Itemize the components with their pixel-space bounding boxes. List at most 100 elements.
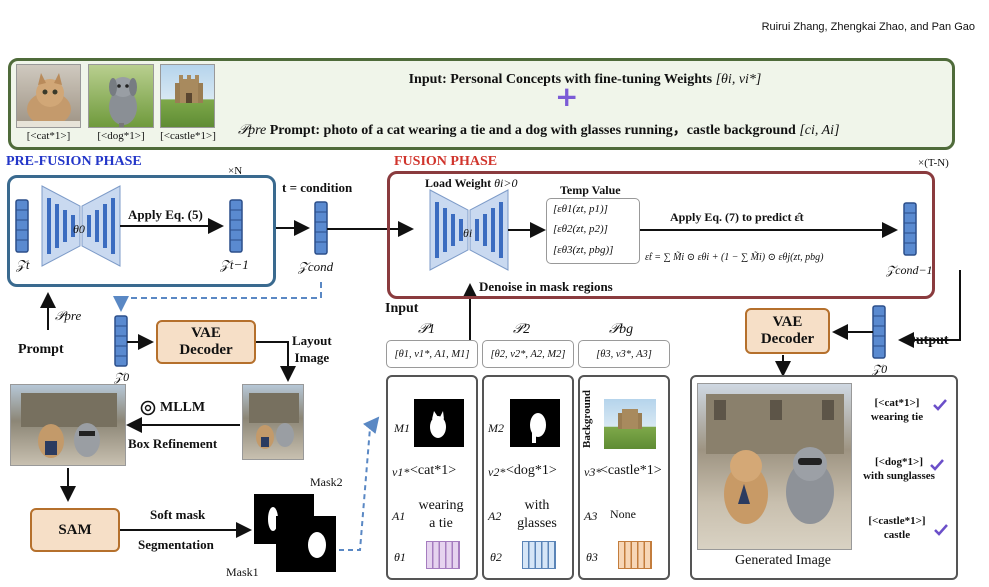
zcond-latent <box>314 201 328 255</box>
input-line-math: [θi, vi*] <box>715 72 762 87</box>
mllm-icon <box>140 400 156 416</box>
col1-token: <cat*1> <box>410 463 457 478</box>
layout-l1: Layout <box>292 333 332 348</box>
col1-attr-l2: a tie <box>429 516 453 531</box>
fusion-repeat: ×(T-N) <box>918 157 949 169</box>
col2-attr-l2: glasses <box>517 516 557 531</box>
dog-photo <box>88 64 154 128</box>
mask1-image <box>276 516 336 572</box>
prompt-line: 𝒫pre Prompt: photo of a cat wearing a ti… <box>238 119 840 139</box>
col1-v: v1* <box>392 465 410 479</box>
zt1-latent <box>229 199 243 253</box>
mllm-label: MLLM <box>160 400 206 415</box>
layout-label: Layout Image <box>292 332 332 366</box>
check-1: [<cat*1>] wearing tie <box>857 396 937 424</box>
col3-t: θ3 <box>586 550 598 564</box>
cat-photo <box>16 64 81 128</box>
col1-a: A1 <box>392 509 406 523</box>
temp-row-1: [εθ1(zt, p1)] <box>553 203 608 215</box>
load-weight: Load Weight θi>0 <box>425 176 517 191</box>
check-icon-1 <box>933 398 947 416</box>
concept-col-2: M2 v2* <dog*1> A2 with glasses θ2 <box>482 375 574 580</box>
load-weight-text: Load Weight <box>425 176 492 190</box>
prompt-pre-symbol: 𝒫pre <box>238 123 267 138</box>
prefusion-title: PRE-FUSION PHASE <box>6 154 142 169</box>
col2-weight-icon <box>522 541 556 569</box>
col2-t: θ2 <box>490 550 502 564</box>
vae-right-l2: Decoder <box>760 331 815 347</box>
unet-fusion <box>429 189 509 271</box>
temp-row-2: [εθ2(zt, p2)] <box>553 223 608 235</box>
fusion-theta: θi <box>463 226 473 240</box>
output-label: Output <box>905 333 949 348</box>
check-3: [<castle*1>] castle <box>857 514 937 542</box>
layout-l2: Image <box>294 350 330 365</box>
prompt-line-text: Prompt: photo of a cat wearing a tie and… <box>269 123 796 138</box>
prompt-label: Prompt <box>18 342 64 357</box>
col1-weight-icon <box>426 541 460 569</box>
denoise-label: Denoise in mask regions <box>479 279 613 294</box>
check-1-l1: [<cat*1>] <box>874 397 920 409</box>
generated-image <box>697 383 852 550</box>
fusion-title: FUSION PHASE <box>394 154 498 169</box>
col1-attr: wearing a tie <box>408 497 474 533</box>
check-2-l1: [<dog*1>] <box>875 456 923 468</box>
mask2-label: Mask2 <box>310 475 343 489</box>
header-p2: 𝒫2 <box>513 322 531 337</box>
col3-m: Background <box>580 390 593 448</box>
check-3-l2: castle <box>883 529 911 541</box>
prefusion-apply: Apply Eq. (5) <box>128 207 203 222</box>
prefusion-panel <box>7 175 276 287</box>
col3-attr: None <box>610 507 636 521</box>
prompt-line-math: [ci, Ai] <box>799 123 840 138</box>
col2-attr-l1: with <box>524 498 550 513</box>
param-pill-3: [θ3, v3*, A3] <box>578 340 670 368</box>
param-pill-1: [θ1, v1*, A1, M1] <box>386 340 478 368</box>
prefusion-repeat: ×N <box>228 165 243 177</box>
castle-photo <box>160 64 215 128</box>
refined-image <box>10 384 126 466</box>
segmentation-label: Segmentation <box>138 537 214 552</box>
col2-mask <box>510 399 560 447</box>
input-label: Input <box>385 301 419 316</box>
col1-m: M1 <box>394 421 410 435</box>
dog-caption: [<dog*1>] <box>97 130 145 142</box>
input-line-text: Input: Personal Concepts with fine-tunin… <box>408 72 713 87</box>
load-weight-math: θi>0 <box>494 176 518 190</box>
check-3-l1: [<castle*1>] <box>868 515 926 527</box>
header-authors: Ruirui Zhang, Zhengkai Zhao, and Pan Gao <box>761 21 975 33</box>
zcond1-label: 𝒵cond−1 <box>886 263 933 277</box>
vae-left-l1: VAE <box>191 325 221 341</box>
castle-caption: [<castle*1>] <box>160 130 216 142</box>
col2-a: A2 <box>488 509 502 523</box>
condition-label: t = condition <box>282 180 353 195</box>
check-2-l2: with sunglasses <box>863 470 935 482</box>
col2-attr: with glasses <box>504 497 570 533</box>
soft-mask-label: Soft mask <box>150 507 206 522</box>
check-icon-3 <box>934 523 948 541</box>
col1-t: θ1 <box>394 550 406 564</box>
col3-castle <box>604 399 656 449</box>
fusion-panel <box>387 171 935 299</box>
col3-a: A3 <box>584 509 598 523</box>
vae-right-l1: VAE <box>772 314 803 330</box>
zt-latent <box>15 199 29 253</box>
col1-attr-l1: wearing <box>418 498 464 513</box>
mask1-label: Mask1 <box>226 565 259 579</box>
sam-label: SAM <box>58 521 92 538</box>
z0-right-label: 𝒵0 <box>872 362 888 376</box>
col3-weight-icon <box>618 541 652 569</box>
vae-decoder-left: VAE Decoder <box>156 320 256 364</box>
z0-right-latent <box>872 305 886 359</box>
zcond1-latent <box>903 202 917 256</box>
col2-v: v2* <box>488 465 506 479</box>
box-refine-label: Box Refinement <box>128 436 218 451</box>
header-p1: 𝒫1 <box>418 322 436 337</box>
check-2: [<dog*1>] with sunglasses <box>854 455 944 483</box>
col3-v: v3* <box>584 465 602 479</box>
unet-prefusion <box>41 185 121 267</box>
input-line: Input: Personal Concepts with fine-tunin… <box>350 72 820 88</box>
z0-left-latent <box>114 315 128 367</box>
z0-left-label: 𝒵0 <box>114 370 130 384</box>
